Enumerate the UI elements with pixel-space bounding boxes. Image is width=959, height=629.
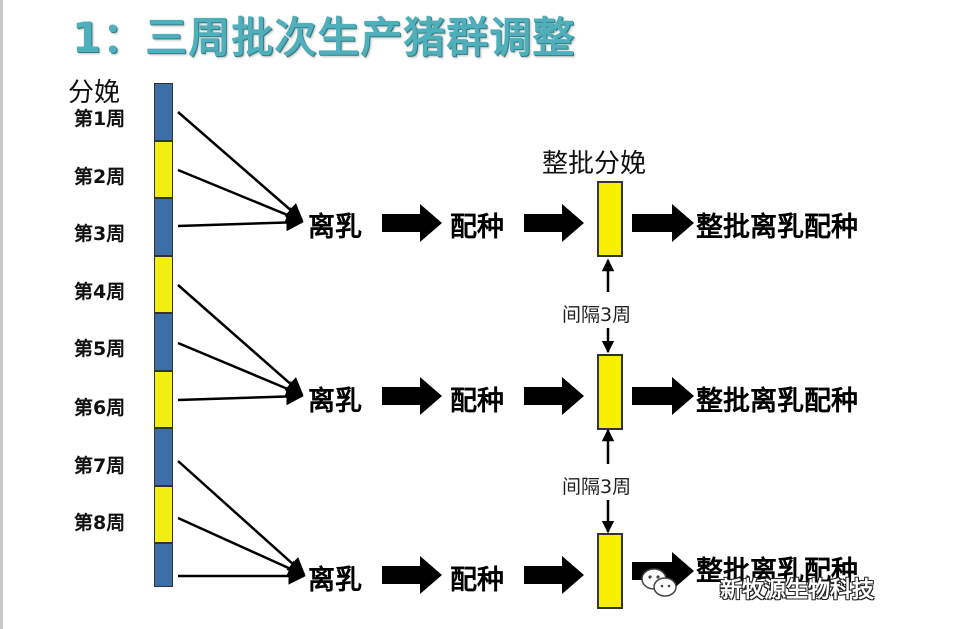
- timeline-segment: [154, 198, 173, 256]
- block-arrow: [382, 377, 442, 415]
- batch-box-1: [597, 181, 623, 257]
- batch-weaning-breeding-2: 整批离乳配种: [696, 386, 858, 417]
- week-label-4: 第4周: [74, 281, 126, 303]
- timeline-segment: [154, 543, 173, 587]
- timeline-segment: [154, 313, 173, 371]
- week-label-1: 第1周: [74, 108, 126, 130]
- batch-farrowing-label: 整批分娩: [542, 149, 647, 179]
- weaning-label-3: 离乳: [308, 565, 362, 596]
- timeline-segment: [154, 371, 173, 428]
- week-label-3: 第3周: [74, 223, 126, 245]
- week-label-8: 第8周: [74, 512, 126, 534]
- weaning-label-2: 离乳: [308, 386, 362, 417]
- weaning-label-1: 离乳: [308, 212, 362, 243]
- batch-weaning-breeding-3: 整批离乳配种: [696, 556, 858, 587]
- timeline-segment: [154, 83, 173, 141]
- timeline-segment: [154, 256, 173, 313]
- fan-in-lines-1: [177, 111, 304, 232]
- breeding-label-3: 配种: [450, 565, 504, 596]
- timeline-segment: [154, 428, 173, 486]
- breeding-label-1: 配种: [450, 212, 504, 243]
- week-label-6: 第6周: [74, 397, 126, 419]
- wechat-icon: [641, 568, 677, 597]
- fan-in-lines-2: [177, 284, 304, 406]
- left-border: [0, 0, 3, 629]
- block-arrow: [382, 204, 442, 242]
- block-arrow: [382, 556, 442, 594]
- block-arrow: [524, 377, 584, 415]
- week-label-2: 第2周: [74, 166, 126, 188]
- block-arrow: [632, 204, 694, 242]
- block-arrow: [632, 552, 694, 590]
- block-arrow: [524, 204, 584, 242]
- week-label-7: 第7周: [74, 455, 126, 477]
- batch-weaning-breeding-1: 整批离乳配种: [696, 212, 858, 243]
- farrowing-label: 分娩: [68, 78, 121, 108]
- breeding-label-2: 配种: [450, 386, 504, 417]
- timeline-segment: [154, 486, 173, 543]
- timeline-segment: [154, 141, 173, 198]
- interval-label-2: 间隔3周: [562, 476, 632, 498]
- batch-box-3: [597, 533, 623, 609]
- batch-box-2: [597, 354, 623, 430]
- block-arrow: [632, 377, 694, 415]
- interval-label-1: 间隔3周: [562, 304, 632, 326]
- watermark-text: 新牧源生物科技: [720, 578, 875, 603]
- block-arrow: [524, 556, 584, 594]
- fan-in-lines-3: [177, 460, 306, 585]
- page-title: 1：三周批次生产猪群调整: [72, 13, 576, 62]
- week-label-5: 第5周: [74, 338, 126, 360]
